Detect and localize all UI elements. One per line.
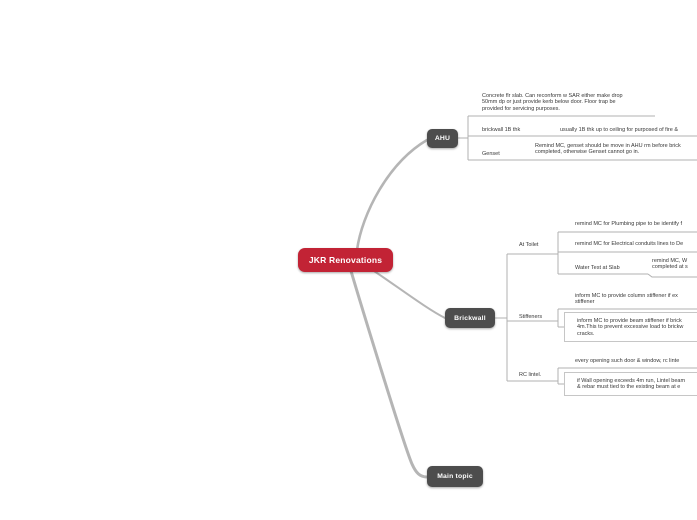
subtopic-beam-stiffener-line2: 4m.This to prevent excessive load to bri… (577, 324, 684, 331)
subtopic-stiffeners[interactable]: Stiffeners (519, 314, 543, 320)
topic-main-topic[interactable]: Main topic (427, 466, 483, 487)
topic-brickwall-label: Brickwall (454, 314, 486, 322)
subtopic-genset[interactable]: Genset (482, 151, 500, 157)
subtopic-electrical-note[interactable]: remind MC for Electrical conduits lines … (575, 241, 684, 247)
subtopic-concrete-slab-line2: 50mm dp or just provide kerb below door.… (482, 99, 616, 106)
subtopic-rc-lintel[interactable]: RC lintel. (519, 372, 542, 378)
subtopic-beam-stiffener-line1: inform MC to provide beam stiffener if b… (577, 318, 682, 324)
subtopic-column-stiffener-note[interactable]: inform MC to provide column stiffener if… (575, 293, 678, 306)
subtopic-column-stiffener-line2: stiffener (575, 299, 595, 306)
subtopic-beam-stiffener-note[interactable]: inform MC to provide beam stiffener if b… (577, 318, 683, 337)
subtopic-water-test-note-line2: completed at s (652, 264, 688, 271)
subtopic-beam-stiffener-line3: cracks. (577, 330, 595, 337)
subtopic-column-stiffener-line1: inform MC to provide column stiffener if… (575, 293, 678, 299)
root-topic-label: JKR Renovations (308, 255, 383, 265)
subtopic-at-toilet[interactable]: At Toilet (519, 242, 539, 248)
subtopic-wall-opening-note[interactable]: if Wall opening exceeds 4m run, Lintel b… (577, 378, 685, 391)
subtopic-plumbing-note[interactable]: remind MC for Plumbing pipe to be identi… (575, 221, 682, 227)
subtopic-usually-1b-thk[interactable]: usually 1B thk up to ceiling for purpose… (560, 127, 679, 133)
subtopic-wall-opening-line1: if Wall opening exceeds 4m run, Lintel b… (577, 378, 686, 384)
subtopic-genset-note-line2: completed, otherwise Genset cannot go in… (535, 149, 640, 156)
subtopic-water-test[interactable]: Water Test at Slab (575, 265, 620, 271)
subtopic-every-opening-note[interactable]: every opening such door & window, rc lin… (575, 358, 680, 364)
subtopic-water-test-note[interactable]: remind MC, W completed at s (652, 258, 688, 271)
root-topic[interactable]: JKR Renovations (298, 248, 393, 272)
water-test-child-underline (647, 273, 697, 278)
subtopic-genset-note[interactable]: Remind MC, genset should be move in AHU … (535, 143, 681, 156)
beam-stiffener-box[interactable] (564, 312, 697, 342)
branch-curve-brickwall (373, 270, 446, 319)
subtopic-concrete-slab[interactable]: Concrete flr slab. Can reconform w SAR e… (482, 93, 623, 112)
topic-brickwall[interactable]: Brickwall (445, 308, 495, 328)
topic-ahu[interactable]: AHU (427, 129, 458, 148)
subtopic-brickwall-1b[interactable]: brickwall 1B thk (482, 127, 521, 133)
branch-curve-main-topic (349, 269, 429, 479)
subtopic-concrete-slab-line3: provided for servicing purposes. (482, 105, 560, 112)
subtopic-concrete-slab-line1: Concrete flr slab. Can reconform w SAR e… (482, 93, 623, 99)
subtopic-water-test-note-line1: remind MC, W (652, 258, 688, 264)
branch-curve-ahu (355, 138, 429, 252)
subtopic-wall-opening-line2: & rebar must tied to the existing beam a… (577, 384, 681, 391)
subtopic-genset-note-line1: Remind MC, genset should be move in AHU … (535, 143, 681, 149)
topic-ahu-label: AHU (434, 135, 451, 142)
topic-main-topic-label: Main topic (437, 473, 473, 480)
wall-opening-box[interactable] (564, 372, 697, 396)
